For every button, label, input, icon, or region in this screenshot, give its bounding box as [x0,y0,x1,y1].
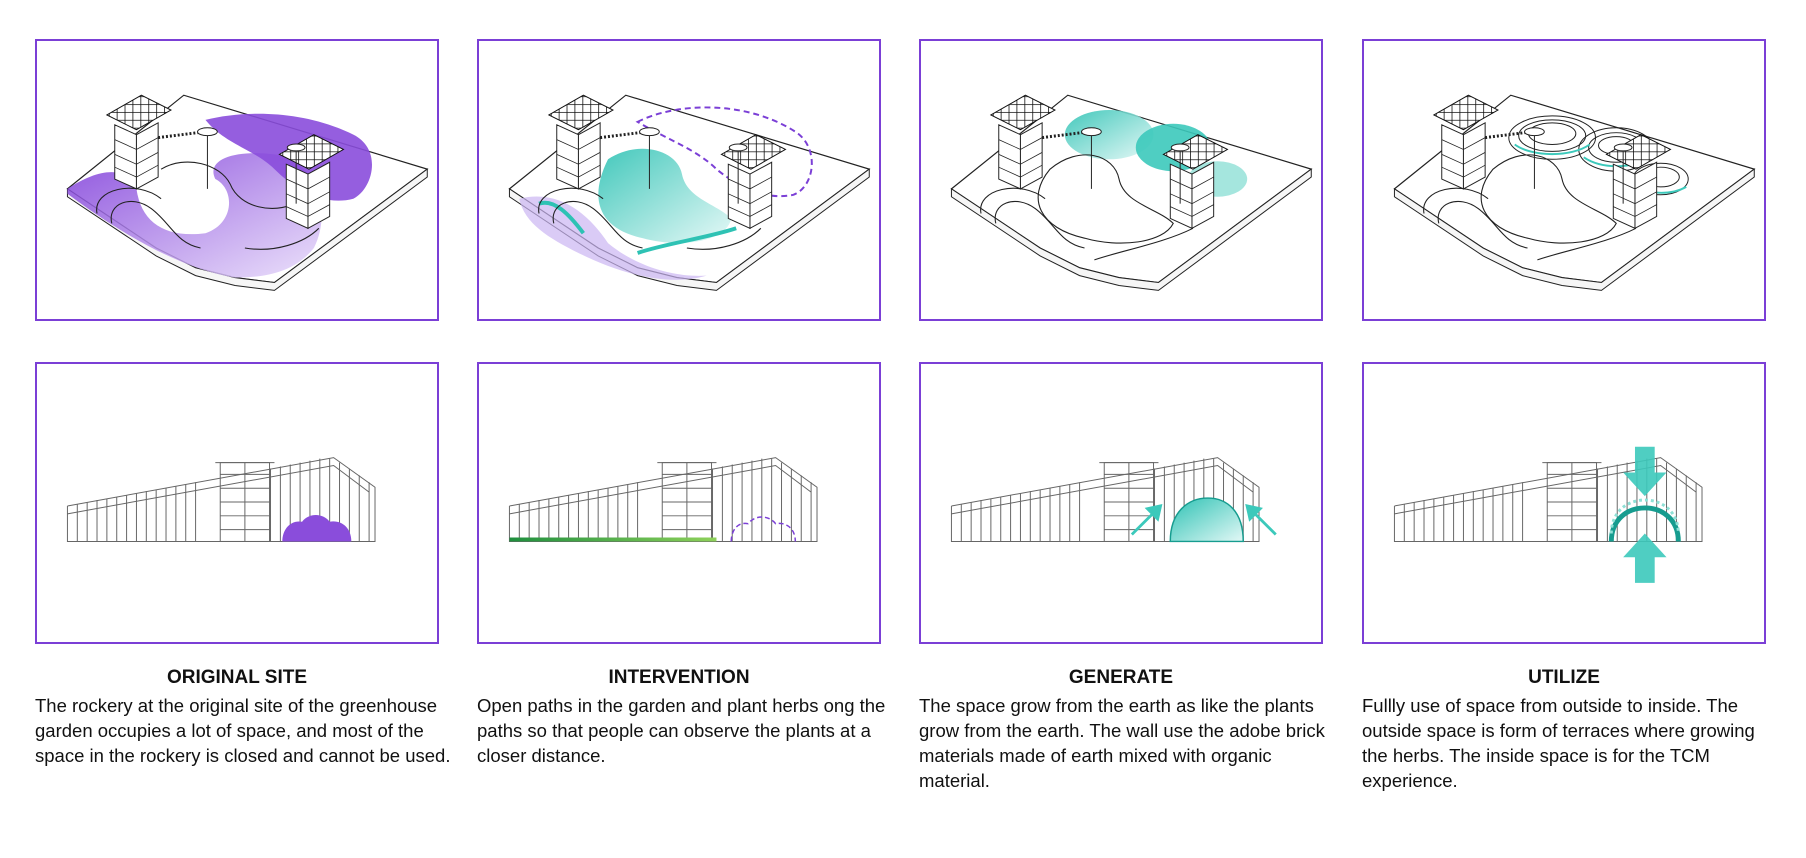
step-description-intervention: Open paths in the garden and plant herbs… [477,695,886,766]
section-generate [919,362,1323,644]
arrow-down-icon [1623,446,1667,497]
plan-original-site [35,39,439,321]
tower-right [278,134,345,230]
greenhouse-section [66,457,376,542]
terrace-arch-dash [1609,498,1680,534]
plan-intervention [477,39,881,321]
site-platform [1393,94,1756,291]
step-description-utilize: Fullly use of space from outside to insi… [1362,695,1755,791]
greenhouse-section [1393,457,1703,542]
section-utilize [1362,362,1766,644]
growth-arrow-left [1130,503,1163,536]
section-intervention [477,362,881,644]
tower-left [105,94,218,190]
step-title-utilize: UTILIZE [1528,667,1600,688]
step-title-original-site: ORIGINAL SITE [166,667,308,688]
plan-utilize [1362,39,1766,321]
arrow-up-icon [1623,533,1667,583]
growth-arrow-right [1245,503,1277,536]
tower-left [1432,94,1545,190]
garden-paths [538,187,762,250]
step-title-generate: GENERATE [1068,667,1174,688]
step-description-generate: The space grow from the earth as like th… [919,695,1325,791]
greenhouse-section [508,457,818,542]
tower-right [1162,134,1229,230]
greenhouse-section [950,457,1260,542]
tower-left [547,94,660,190]
garden-paths [980,154,1194,261]
tower-right [720,134,787,230]
step-description-original-site: The rockery at the original site of the … [35,695,451,766]
step-title-intervention: INTERVENTION [608,667,750,688]
green-herb-strip [509,537,717,542]
purple-rockery-section [282,515,352,542]
plan-generate [919,39,1323,321]
tower-left [989,94,1102,190]
teal-dome [1169,497,1244,543]
teal-herb-beds [519,148,737,280]
section-original-site [35,362,439,644]
tower-right [1605,134,1672,230]
removed-rockery-outline [730,516,797,542]
terrace-arch [1608,505,1681,542]
garden-paths [1423,154,1637,261]
garden-paths [96,161,320,250]
